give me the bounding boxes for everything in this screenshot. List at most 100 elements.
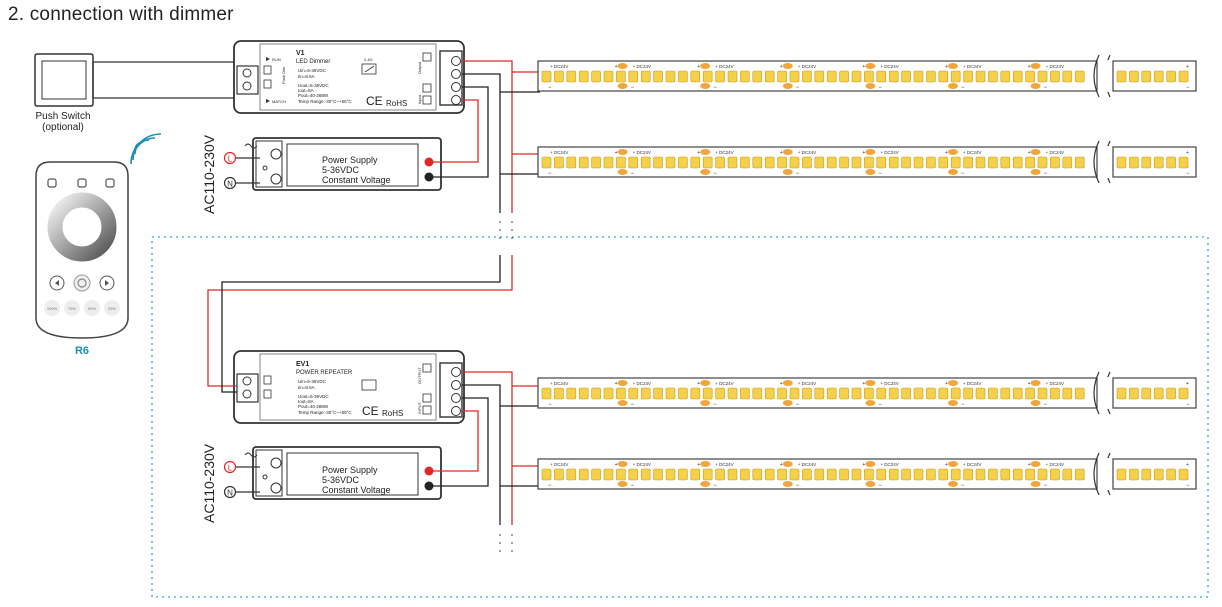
strip-segment-label: + DC24V — [715, 462, 733, 467]
led-chip — [1025, 468, 1035, 481]
led-chip — [777, 387, 787, 400]
repeater-name: POWER REPEATER — [296, 370, 353, 376]
led-chip — [591, 387, 601, 400]
strip-minus-label: − — [631, 85, 635, 91]
led-chip — [1166, 468, 1176, 481]
led-chip — [789, 387, 800, 400]
led-chip — [554, 70, 564, 83]
led-chip — [789, 156, 800, 169]
strip-minus-label: − — [1044, 402, 1048, 408]
led-chip — [566, 70, 577, 83]
led-chip — [988, 468, 998, 481]
strip-minus-label: − — [631, 171, 635, 177]
strip-minus-label: − — [548, 171, 552, 177]
dimmer-ce-mark: CE — [366, 94, 383, 108]
led-chip — [702, 70, 713, 83]
repeater-model: EV1 — [296, 361, 309, 368]
strip-plus-label: + — [615, 150, 618, 156]
led-chip — [1129, 468, 1139, 481]
solder-pad — [948, 380, 958, 386]
led-chip — [938, 387, 949, 400]
strip-segment-label: + DC24V — [550, 462, 568, 467]
push-switch-label: Push Switch — [35, 111, 90, 122]
led-chip — [913, 387, 924, 400]
led-chip — [1153, 468, 1164, 481]
solder-pad — [617, 63, 628, 69]
remote-preset-75[interactable]: 75% — [68, 306, 76, 311]
strip-minus-label: − — [878, 171, 882, 177]
repeater-input-label: INPUT — [417, 401, 422, 414]
strip-end-plus: + — [1186, 64, 1189, 70]
switch-cable — [92, 61, 250, 99]
led-chip — [826, 468, 837, 481]
led-chip — [901, 156, 911, 169]
strip-minus-label: − — [878, 85, 882, 91]
push-switch[interactable] — [34, 53, 94, 107]
led-chip — [839, 156, 849, 169]
solder-pad — [1030, 481, 1041, 487]
strip-minus-label: − — [961, 483, 965, 489]
strip-plus-label: + — [945, 64, 948, 70]
led-chip — [740, 387, 750, 400]
led-chip — [616, 156, 626, 169]
led-chip — [1141, 387, 1152, 400]
solder-pad — [617, 169, 628, 175]
strip-segment-label: + DC24V — [798, 64, 816, 69]
led-chip — [1129, 70, 1139, 83]
strip-minus-label: − — [1044, 85, 1048, 91]
led-chip — [1074, 387, 1085, 400]
remote-preset-100[interactable]: 100% — [47, 306, 58, 311]
strip-segment-label: + DC24V — [633, 462, 651, 467]
strip-segment-label: + DC24V — [880, 381, 898, 386]
led-chip — [1012, 387, 1023, 400]
solder-pad — [1030, 380, 1041, 386]
led-chip — [702, 468, 713, 481]
led-chip — [764, 387, 775, 400]
solder-pad — [700, 83, 711, 89]
solder-pad — [782, 149, 793, 155]
led-chip — [1025, 156, 1035, 169]
solder-pad — [1030, 83, 1041, 89]
led-chip — [678, 468, 688, 481]
strip-plus-label: + — [697, 462, 700, 468]
led-chip — [1062, 156, 1073, 169]
led-chip — [591, 156, 601, 169]
led-chip — [988, 70, 998, 83]
strip-plus-label: + — [780, 381, 783, 387]
led-chip — [1153, 387, 1164, 400]
led-chip — [851, 70, 862, 83]
dimmer-output-label: Output — [417, 61, 422, 74]
led-chip — [764, 70, 775, 83]
led-chip — [888, 70, 899, 83]
solder-pad — [865, 461, 876, 467]
led-chip — [826, 156, 837, 169]
led-chip — [541, 387, 552, 400]
solder-pad — [1030, 63, 1041, 69]
led-chip — [1153, 70, 1164, 83]
remote-preset-50[interactable]: 50% — [88, 306, 96, 311]
led-chip — [678, 387, 688, 400]
led-chip — [901, 387, 911, 400]
solder-pad — [1030, 400, 1041, 406]
led-chip — [777, 156, 787, 169]
remote-preset-25[interactable]: 25% — [108, 306, 116, 311]
led-chip — [1141, 468, 1152, 481]
solder-pad — [782, 83, 793, 89]
led-chip — [554, 387, 564, 400]
led-chip — [628, 156, 639, 169]
strip-segment-label: + DC24V — [633, 64, 651, 69]
strip-plus-label: + — [945, 150, 948, 156]
wire-continuation-dots — [499, 221, 513, 552]
led-chip — [876, 468, 887, 481]
solder-pad — [700, 461, 711, 467]
strip-plus-label: + — [615, 381, 618, 387]
led-chip — [1000, 468, 1011, 481]
solder-pad — [782, 63, 793, 69]
led-chip — [678, 70, 688, 83]
ps1-line-label: L — [228, 155, 233, 164]
led-chip — [1050, 156, 1060, 169]
strip-end-plus: + — [1186, 381, 1189, 387]
remote-r6[interactable] — [35, 161, 129, 339]
led-chip — [578, 156, 589, 169]
led-chip — [1062, 70, 1073, 83]
